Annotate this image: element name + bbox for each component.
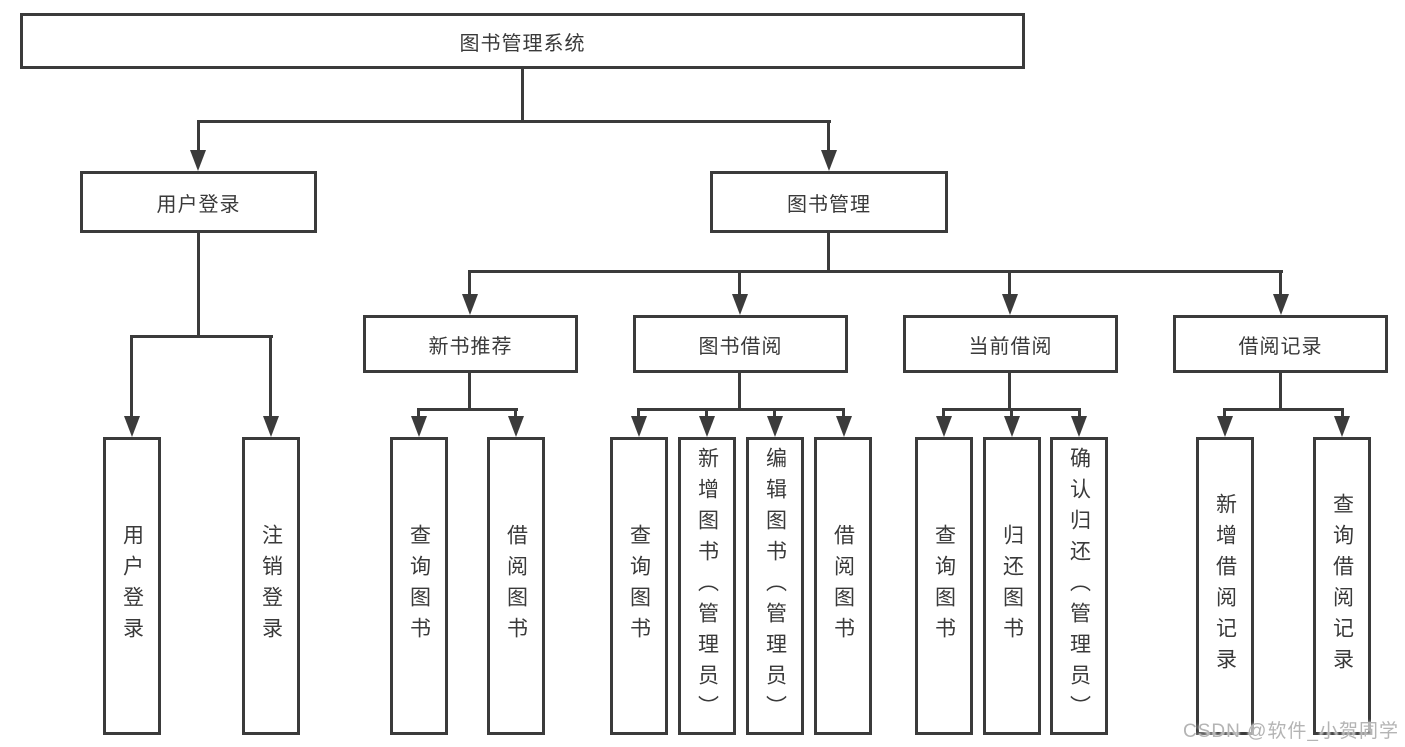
- connector-borrow-records-branch: [1223, 408, 1344, 411]
- arrow-to-leaf10: [1071, 416, 1087, 437]
- connector-book-borrow-stem: [738, 270, 741, 297]
- leaf-query-books-3-label: 查询图书: [932, 524, 956, 648]
- arrow-to-book-mgmt: [821, 150, 837, 171]
- connector-leaf2-stem: [417, 408, 420, 420]
- connector-borrow-records-down: [1279, 373, 1282, 411]
- leaf-borrow-books-1-label: 借阅图书: [504, 524, 528, 648]
- connector-current-borrow-down: [1008, 373, 1011, 411]
- connector-book-mgmt-down: [827, 233, 830, 273]
- connector-root-stem: [521, 69, 524, 121]
- connector-book-borrow-branch: [637, 408, 845, 411]
- leaf-add-borrow-record-label: 新增借阅记录: [1213, 493, 1237, 679]
- leaf-confirm-return-admin-label: 确认归还（管理员）: [1067, 446, 1091, 726]
- node-book-mgmt: 图书管理: [710, 171, 948, 233]
- arrow-to-leaf7: [836, 416, 852, 437]
- connector-user-login-stem: [197, 120, 200, 153]
- leaf-return-books: 归还图书: [983, 437, 1041, 735]
- arrow-to-leaf12: [1334, 416, 1350, 437]
- leaf-query-borrow-record-label: 查询借阅记录: [1330, 493, 1354, 679]
- leaf-edit-books-admin: 编辑图书（管理员）: [746, 437, 804, 735]
- leaf-borrow-books-2: 借阅图书: [814, 437, 872, 735]
- arrow-to-leaf4: [631, 416, 647, 437]
- leaf-add-books-admin: 新增图书（管理员）: [678, 437, 736, 735]
- arrow-to-leaf1: [263, 416, 279, 437]
- connector-user-login-down: [197, 233, 200, 338]
- leaf-borrow-books-1: 借阅图书: [487, 437, 545, 735]
- arrow-to-borrow-records: [1273, 294, 1289, 315]
- connector-leaf1-stem: [269, 335, 272, 420]
- leaf-return-books-label: 归还图书: [1000, 524, 1024, 648]
- connector-book-mgmt-branch: [468, 270, 1283, 273]
- leaf-query-borrow-record: 查询借阅记录: [1313, 437, 1371, 735]
- arrow-to-leaf0: [124, 416, 140, 437]
- connector-new-book-down: [468, 373, 471, 411]
- connector-current-borrow-stem: [1008, 270, 1011, 297]
- connector-leaf7-stem: [842, 408, 845, 420]
- arrow-to-leaf3: [508, 416, 524, 437]
- node-book-borrow: 图书借阅: [633, 315, 848, 373]
- arrow-to-leaf11: [1217, 416, 1233, 437]
- arrow-to-leaf8: [936, 416, 952, 437]
- connector-borrow-records-stem: [1279, 270, 1282, 297]
- leaf-logout-label: 注销登录: [259, 524, 283, 648]
- connector-leaf12-stem: [1341, 408, 1344, 420]
- connector-leaf6-stem: [773, 408, 776, 420]
- connector-leaf9-stem: [1010, 408, 1013, 420]
- leaf-query-books-2: 查询图书: [610, 437, 668, 735]
- node-library-management-system: 图书管理系统: [20, 13, 1025, 69]
- arrow-to-user-login: [190, 150, 206, 171]
- node-current-borrow: 当前借阅: [903, 315, 1118, 373]
- leaf-confirm-return-admin: 确认归还（管理员）: [1050, 437, 1108, 735]
- leaf-logout: 注销登录: [242, 437, 300, 735]
- leaf-query-books-2-label: 查询图书: [627, 524, 651, 648]
- node-borrow-records: 借阅记录: [1173, 315, 1388, 373]
- leaf-query-books-1: 查询图书: [390, 437, 448, 735]
- leaf-query-books-3: 查询图书: [915, 437, 973, 735]
- connector-leaf8-stem: [942, 408, 945, 420]
- arrow-to-leaf2: [411, 416, 427, 437]
- connector-user-login-branch: [130, 335, 273, 338]
- connector-leaf10-stem: [1078, 408, 1081, 420]
- connector-leaf0-stem: [130, 335, 133, 420]
- leaf-add-books-admin-label: 新增图书（管理员）: [695, 446, 719, 726]
- leaf-borrow-books-2-label: 借阅图书: [831, 524, 855, 648]
- leaf-user-login: 用户登录: [103, 437, 161, 735]
- watermark-csdn: CSDN @软件_小贺同学: [1183, 721, 1399, 742]
- arrow-to-leaf5: [699, 416, 715, 437]
- connector-leaf11-stem: [1223, 408, 1226, 420]
- leaf-edit-books-admin-label: 编辑图书（管理员）: [763, 446, 787, 726]
- leaf-query-books-1-label: 查询图书: [407, 524, 431, 648]
- connector-new-book-stem: [468, 270, 471, 297]
- arrow-to-new-book: [462, 294, 478, 315]
- arrow-to-book-borrow: [732, 294, 748, 315]
- node-new-book-recommend: 新书推荐: [363, 315, 578, 373]
- arrow-to-current-borrow: [1002, 294, 1018, 315]
- connector-book-mgmt-stem: [827, 120, 830, 153]
- connector-root-branch: [197, 120, 831, 123]
- connector-new-book-branch: [417, 408, 518, 411]
- connector-leaf4-stem: [637, 408, 640, 420]
- connector-leaf5-stem: [705, 408, 708, 420]
- leaf-add-borrow-record: 新增借阅记录: [1196, 437, 1254, 735]
- node-user-login: 用户登录: [80, 171, 317, 233]
- connector-leaf3-stem: [514, 408, 517, 420]
- arrow-to-leaf6: [767, 416, 783, 437]
- leaf-user-login-label: 用户登录: [120, 524, 144, 648]
- arrow-to-leaf9: [1004, 416, 1020, 437]
- connector-book-borrow-down: [738, 373, 741, 411]
